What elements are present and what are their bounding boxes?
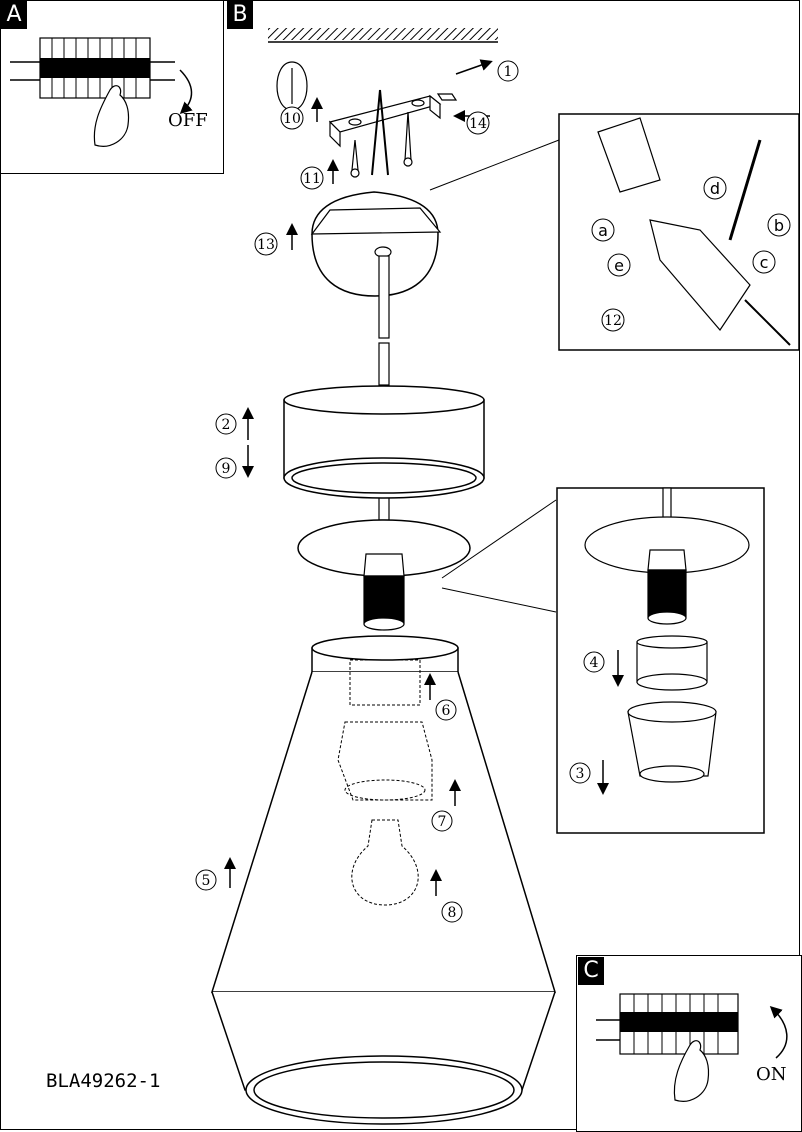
- panel-b-tag: B: [227, 1, 253, 29]
- step-2-label: 2: [222, 417, 231, 433]
- step-2-circle: [215, 413, 237, 435]
- step-5-label: 5: [202, 873, 211, 889]
- inner-parts-dashed: [337, 659, 433, 906]
- step-3-circle: [569, 762, 591, 784]
- step-6-circle: [435, 699, 457, 721]
- ceiling-hatch: [268, 28, 498, 40]
- panel-a-tag: A: [1, 1, 27, 29]
- step-10-circle: [280, 106, 304, 130]
- panel-c-tag: C: [578, 957, 604, 985]
- step-9-label: 9: [222, 461, 231, 477]
- letter-e-circle: [607, 253, 631, 277]
- breaker-box-c: [596, 993, 788, 1102]
- step-14-circle: [466, 111, 490, 135]
- step-8-label: 8: [448, 905, 457, 921]
- step-12-circle: [601, 308, 625, 332]
- direction-arrows: [224, 59, 624, 896]
- step-4-circle: [583, 651, 605, 673]
- decorative-cup: [283, 385, 485, 499]
- mounting-bracket: [276, 61, 458, 178]
- step-7-label: 7: [438, 814, 447, 830]
- step-13-circle: [254, 232, 278, 256]
- letter-a-label: a: [598, 221, 608, 240]
- breaker-box-a: [10, 37, 193, 147]
- step-5-circle: [195, 869, 217, 891]
- lamp-shade: [210, 635, 557, 1125]
- step-9-circle: [215, 457, 237, 479]
- model-code: BLA49262-1: [46, 1070, 161, 1092]
- step-11-label: 11: [303, 171, 321, 187]
- letter-c-label: c: [760, 253, 769, 272]
- step-4-label: 4: [590, 655, 599, 671]
- step-8-circle: [441, 901, 463, 923]
- step-1-circle: [497, 60, 519, 82]
- step-7-circle: [431, 810, 453, 832]
- letter-d-circle: [703, 176, 727, 200]
- off-label: OFF: [168, 110, 208, 131]
- letter-b-label: b: [774, 216, 784, 235]
- step-10-label: 10: [283, 111, 301, 127]
- step-11-circle: [300, 166, 324, 190]
- step-13-label: 13: [257, 237, 275, 253]
- step-3-label: 3: [576, 766, 585, 782]
- letter-c-circle: [752, 250, 776, 274]
- on-label: ON: [756, 1064, 787, 1085]
- letter-e-label: e: [614, 256, 624, 275]
- letter-d-label: d: [710, 179, 720, 198]
- lamp-socket: [363, 553, 405, 631]
- step-1-label: 1: [504, 64, 513, 80]
- letter-a-circle: [591, 218, 615, 242]
- step-callouts: [195, 60, 625, 923]
- step-14-label: 14: [469, 116, 487, 132]
- letter-b-circle: [767, 213, 791, 237]
- step-12-label: 12: [604, 313, 622, 329]
- step-6-label: 6: [442, 703, 451, 719]
